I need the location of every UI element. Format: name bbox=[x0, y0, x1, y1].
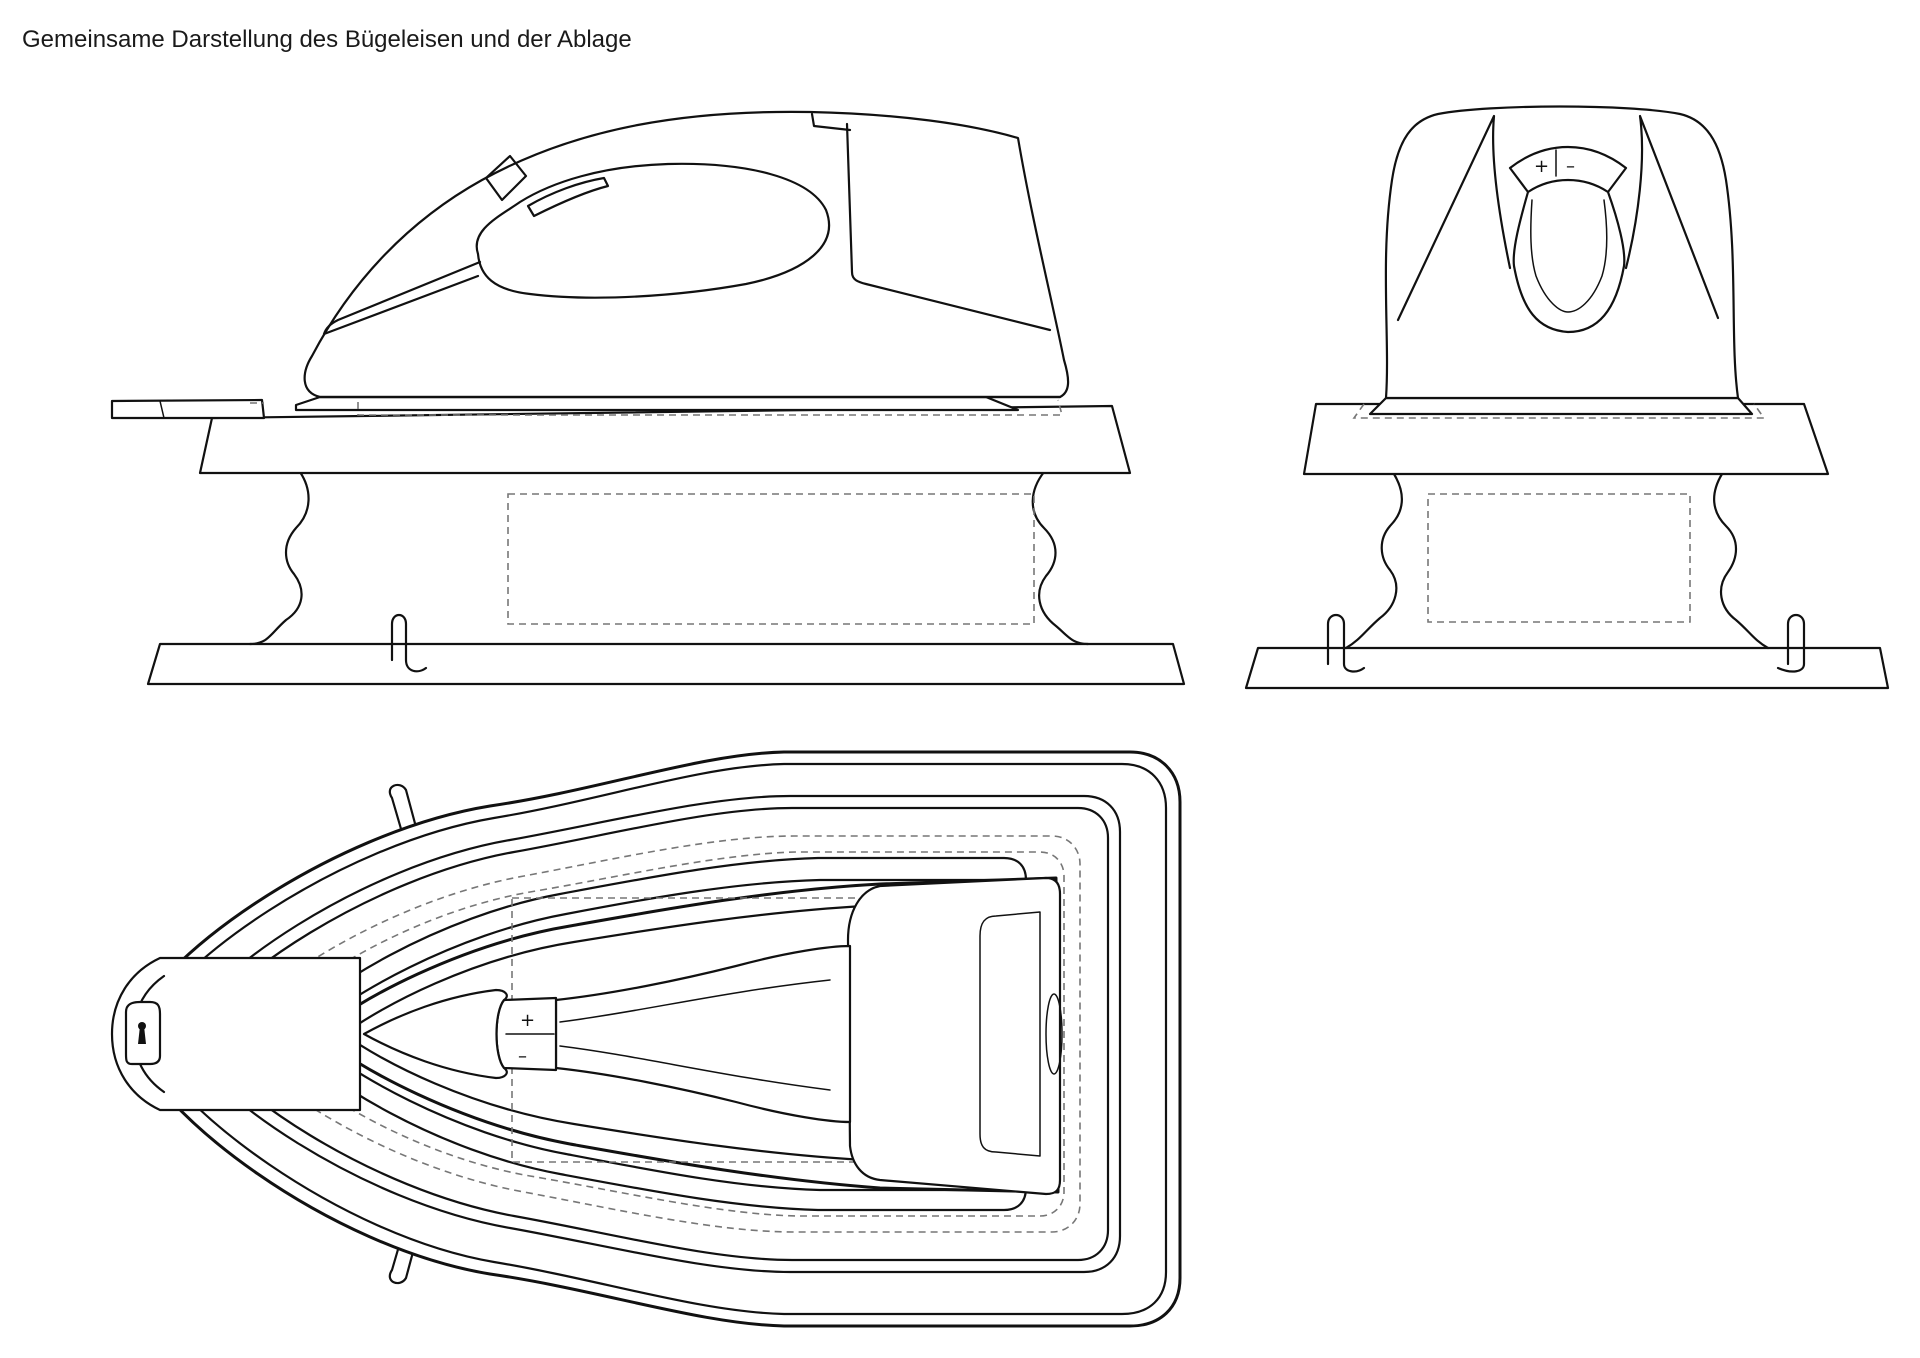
top-iron-body-inner-lower bbox=[342, 1032, 1048, 1166]
top-nose-tip bbox=[362, 988, 508, 1080]
front-stand-left-pillar bbox=[1344, 472, 1403, 650]
side-stand-left-pillar bbox=[248, 470, 310, 646]
side-steam-button bbox=[484, 154, 528, 202]
top-stand-plate-inner bbox=[192, 806, 1110, 1262]
front-hook-right bbox=[1776, 613, 1806, 673]
side-stand-right-pillar bbox=[1031, 470, 1090, 646]
top-stand-outer-inner-edge bbox=[140, 762, 1168, 1316]
side-view bbox=[110, 110, 1186, 686]
side-cord-guide-joint bbox=[159, 400, 165, 419]
side-iron-body bbox=[303, 110, 1070, 399]
top-dial-plus: + bbox=[520, 1010, 535, 1031]
top-cord-guide bbox=[110, 956, 362, 1112]
top-stand-plate bbox=[176, 794, 1122, 1274]
front-hook-left bbox=[1326, 613, 1366, 673]
side-cord-guide bbox=[110, 398, 266, 420]
top-cord-clip-slot bbox=[138, 1026, 146, 1044]
side-stand-top-plate bbox=[198, 404, 1132, 475]
front-dial-minus: – bbox=[1566, 156, 1575, 177]
top-dial-minus: – bbox=[518, 1046, 527, 1067]
front-dial-plus: + bbox=[1534, 156, 1549, 177]
side-rear-panel bbox=[845, 122, 1052, 332]
front-stand-base bbox=[1244, 646, 1890, 690]
top-handle-grip-line-upper bbox=[559, 979, 831, 1023]
front-handle-inner bbox=[1530, 199, 1608, 313]
top-hidden-outline-2 bbox=[255, 851, 1065, 1217]
side-soleplate-hidden bbox=[357, 399, 1064, 416]
side-water-window bbox=[322, 260, 482, 336]
front-soleplate bbox=[1368, 396, 1754, 416]
drawing-caption: Gemeinsame Darstellung des Bügeleisen un… bbox=[22, 26, 632, 53]
front-handle-loop bbox=[1508, 145, 1628, 334]
top-handle bbox=[554, 944, 852, 1124]
top-handle-grip-line-lower bbox=[559, 1045, 831, 1091]
top-view: + – bbox=[110, 750, 1182, 1328]
front-view: + – bbox=[1244, 105, 1890, 690]
front-hidden-compartment bbox=[1427, 493, 1691, 623]
side-hook bbox=[390, 613, 428, 673]
front-soleplate-hidden bbox=[1352, 403, 1766, 419]
top-rear-cap bbox=[846, 876, 1062, 1196]
side-filler-cap bbox=[810, 112, 852, 132]
top-rear-cap-inner bbox=[979, 911, 1041, 1157]
top-filler-cap bbox=[1045, 993, 1063, 1075]
front-stand-right-pillar bbox=[1713, 472, 1770, 650]
top-hidden-outline-1 bbox=[227, 835, 1081, 1233]
top-iron-body-inner bbox=[342, 900, 1048, 1036]
front-iron-body bbox=[1384, 105, 1740, 400]
side-handle-grip bbox=[475, 162, 831, 299]
side-trigger bbox=[526, 176, 610, 218]
front-handle-left-side bbox=[1396, 114, 1512, 322]
side-stand-base bbox=[146, 642, 1186, 686]
front-handle-right-side bbox=[1624, 114, 1720, 320]
side-hidden-compartment bbox=[507, 493, 1035, 625]
side-soleplate bbox=[294, 395, 1020, 412]
